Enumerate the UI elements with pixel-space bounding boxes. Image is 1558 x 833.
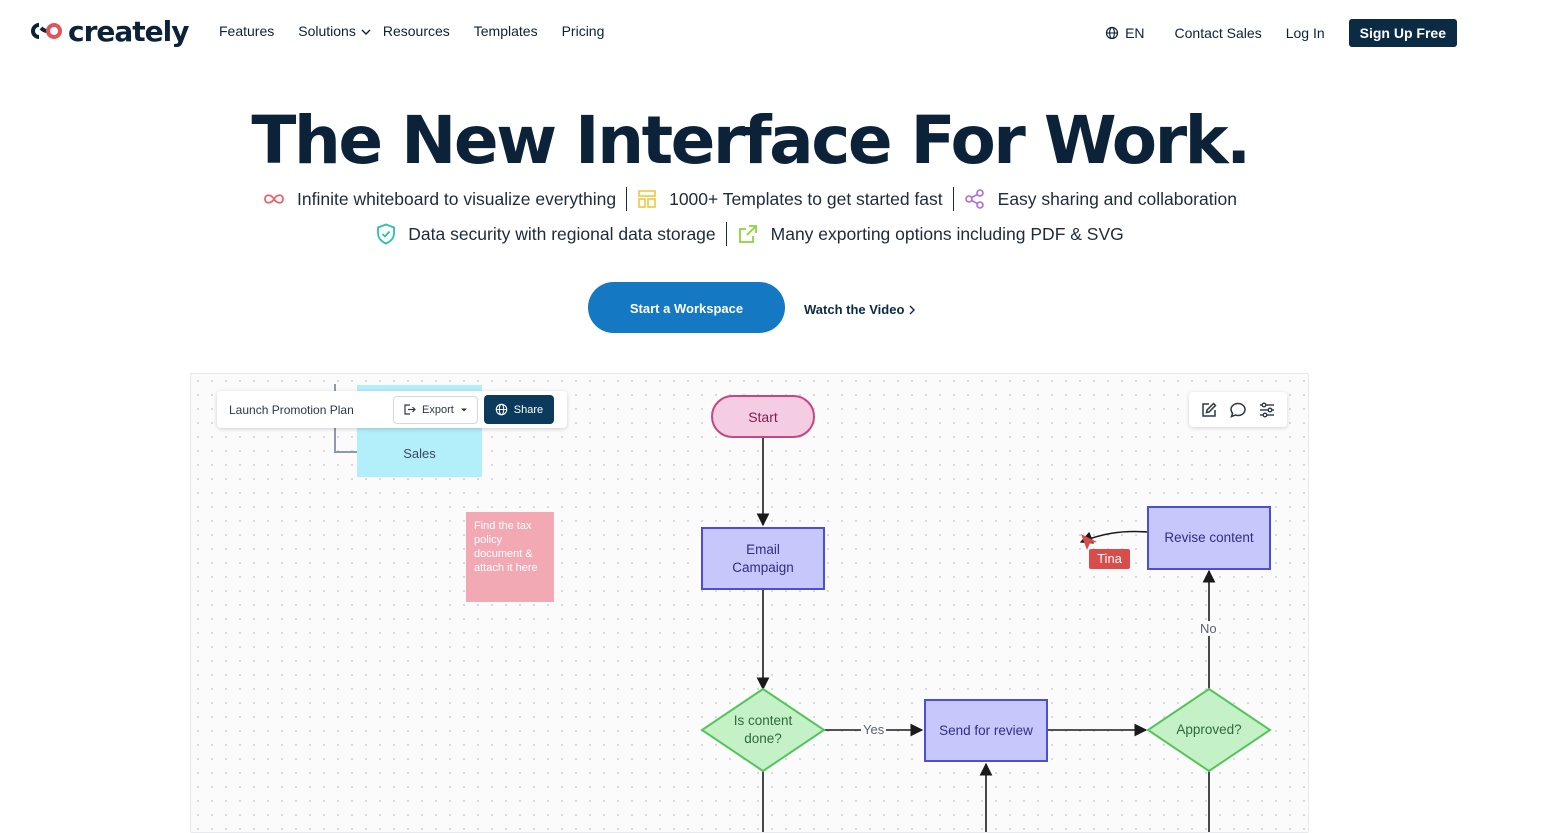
feature-row-1: Infinite whiteboard to visualize everyth…	[0, 187, 1500, 211]
sticky-note[interactable]: Find the tax policy document & attach it…	[466, 512, 554, 602]
nav-resources[interactable]: Resources	[382, 22, 450, 39]
export-label: Export	[422, 403, 454, 416]
feature-export: Many exporting options including PDF & S…	[737, 223, 1124, 245]
decision-content-done[interactable]	[700, 687, 826, 773]
feature-sharing-text: Easy sharing and collaboration	[997, 188, 1237, 209]
canvas-tools	[1189, 392, 1287, 427]
login-link[interactable]: Log In	[1285, 25, 1325, 41]
edit-icon	[1202, 401, 1217, 417]
feature-row-2: Data security with regional data storage…	[0, 222, 1500, 246]
whiteboard-canvas[interactable]: Sales Launch Promotion Pla	[190, 373, 1309, 833]
export-icon	[404, 404, 416, 415]
language-selector[interactable]: EN	[1105, 25, 1145, 41]
content-done-line2: done?	[744, 731, 782, 746]
email-campaign-line2: Campaign	[732, 559, 794, 575]
feature-sharing: Easy sharing and collaboration	[964, 188, 1237, 210]
sliders-icon	[1259, 402, 1274, 417]
send-for-review-label: Send for review	[939, 722, 1033, 738]
revise-content-label: Revise content	[1164, 530, 1254, 545]
start-workspace-button[interactable]: Start a Workspace	[588, 282, 785, 333]
collaborator-cursor-icon	[1081, 534, 1097, 550]
nav-solutions-label: Solutions	[298, 22, 356, 39]
document-toolbar: Launch Promotion Plan Export Share	[217, 391, 567, 428]
creately-logo[interactable]: creately	[30, 14, 190, 48]
watch-video-label: Watch the Video	[804, 302, 905, 317]
feature-templates: 1000+ Templates to get started fast	[637, 189, 943, 210]
share-button[interactable]: Share	[483, 395, 555, 424]
nav-solutions[interactable]: Solutions	[298, 22, 373, 39]
feature-whiteboard: Infinite whiteboard to visualize everyth…	[263, 189, 616, 210]
feature-separator	[626, 187, 628, 211]
contact-sales-link[interactable]: Contact Sales	[1174, 25, 1262, 41]
flowchart-connectors	[334, 384, 1272, 832]
content-done-label: Is content done?	[713, 712, 813, 748]
nav-links: Features Solutions Resources Templates P…	[219, 22, 604, 39]
top-navigation: creately Features Solutions Resources Te…	[0, 0, 1558, 64]
hero-title: The New Interface For Work.	[251, 102, 1251, 179]
nav-templates[interactable]: Templates	[473, 22, 538, 39]
decision-approved[interactable]	[1146, 687, 1272, 773]
logo-wordmark: creately	[68, 14, 190, 48]
feature-templates-text: 1000+ Templates to get started fast	[669, 188, 943, 209]
chevron-down-icon	[361, 29, 371, 35]
collaborator-badge: Tina	[1089, 549, 1130, 569]
feature-security-text: Data security with regional data storage	[408, 223, 716, 244]
feature-separator	[725, 222, 727, 246]
edge-label-yes: Yes	[861, 722, 887, 737]
share-nodes-icon	[964, 189, 984, 209]
language-label: EN	[1125, 25, 1145, 41]
export-arrow-icon	[738, 225, 757, 243]
signup-button[interactable]: Sign Up Free	[1348, 19, 1457, 47]
feature-security: Data security with regional data storage	[376, 223, 716, 245]
export-button[interactable]: Export	[393, 395, 478, 424]
send-for-review-node[interactable]: Send for review	[924, 699, 1048, 762]
template-icon	[638, 190, 656, 208]
infinity-icon	[264, 194, 284, 204]
feature-whiteboard-text: Infinite whiteboard to visualize everyth…	[297, 188, 617, 209]
edge-label-no: No	[1198, 621, 1219, 636]
chevron-right-icon	[909, 305, 916, 314]
chevron-down-icon	[460, 408, 467, 411]
feature-separator	[952, 187, 954, 211]
settings-tool[interactable]	[1256, 399, 1278, 421]
nav-right: EN Contact Sales Log In Sign Up Free	[1105, 19, 1457, 47]
email-campaign-node[interactable]: Email Campaign	[701, 527, 825, 590]
approved-label: Approved?	[1176, 722, 1242, 737]
nav-features[interactable]: Features	[219, 22, 275, 39]
globe-icon	[495, 403, 508, 416]
revise-content-node[interactable]: Revise content	[1147, 506, 1271, 570]
start-node-label: Start	[748, 408, 778, 425]
email-campaign-line1: Email	[746, 541, 780, 557]
sales-label: Sales	[403, 446, 436, 461]
creately-logo-icon	[31, 23, 62, 39]
comment-tool[interactable]	[1227, 399, 1249, 421]
content-done-line1: Is content	[733, 713, 793, 728]
nav-pricing[interactable]: Pricing	[561, 22, 605, 39]
comment-icon	[1230, 402, 1246, 418]
watch-video-link[interactable]: Watch the Video	[804, 302, 916, 317]
start-node[interactable]: Start	[711, 395, 815, 438]
document-title[interactable]: Launch Promotion Plan	[229, 402, 354, 417]
email-campaign-label: Email Campaign	[732, 541, 794, 577]
share-label: Share	[513, 403, 544, 416]
edit-tool[interactable]	[1198, 399, 1220, 421]
feature-export-text: Many exporting options including PDF & S…	[770, 223, 1124, 244]
shield-check-icon	[377, 223, 396, 245]
globe-icon	[1105, 26, 1119, 40]
